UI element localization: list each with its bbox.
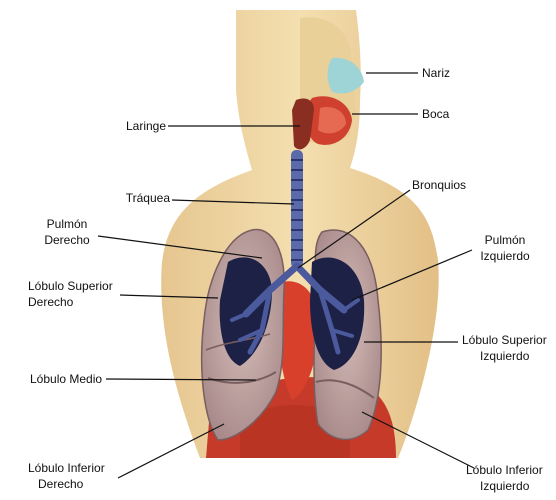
label-lobulo-inferior-izquierdo: Lóbulo Inferior Izquierdo: [466, 462, 543, 494]
label-lobulo-superior-izquierdo-line2: Izquierdo: [462, 348, 547, 364]
label-lobulo-superior-derecho-line2: Derecho: [28, 294, 113, 310]
label-bronquios: Bronquios: [412, 177, 466, 193]
label-traquea: Tráquea: [108, 190, 170, 206]
label-lobulo-inferior-derecho: Lóbulo Inferior Derecho: [28, 460, 105, 492]
label-bronquios-text: Bronquios: [412, 177, 466, 193]
label-boca-text: Boca: [422, 106, 449, 122]
label-lobulo-superior-izquierdo-line1: Lóbulo Superior: [462, 332, 547, 348]
label-lobulo-medio-text: Lóbulo Medio: [30, 371, 102, 387]
label-lobulo-superior-derecho: Lóbulo Superior Derecho: [28, 278, 113, 310]
label-laringe-text: Laringe: [104, 118, 166, 134]
label-pulmon-izquierdo-line2: Izquierdo: [470, 248, 540, 264]
label-pulmon-derecho: Pulmón Derecho: [36, 216, 98, 248]
label-lobulo-inferior-derecho-line2: Derecho: [28, 476, 105, 492]
label-pulmon-derecho-line2: Derecho: [36, 232, 98, 248]
label-lobulo-superior-derecho-line1: Lóbulo Superior: [28, 278, 113, 294]
label-traquea-text: Tráquea: [108, 190, 170, 206]
label-lobulo-inferior-derecho-line1: Lóbulo Inferior: [28, 460, 105, 476]
label-laringe: Laringe: [104, 118, 166, 134]
label-lobulo-superior-izquierdo: Lóbulo Superior Izquierdo: [462, 332, 547, 364]
label-pulmon-derecho-line1: Pulmón: [36, 216, 98, 232]
trachea: [291, 150, 303, 268]
label-pulmon-izquierdo: Pulmón Izquierdo: [470, 232, 540, 264]
label-pulmon-izquierdo-line1: Pulmón: [470, 232, 540, 248]
label-lobulo-medio: Lóbulo Medio: [30, 371, 102, 387]
label-lobulo-inferior-izquierdo-line2: Izquierdo: [466, 478, 543, 494]
label-boca: Boca: [422, 106, 449, 122]
label-nariz: Nariz: [422, 65, 450, 81]
label-lobulo-inferior-izquierdo-line1: Lóbulo Inferior: [466, 462, 543, 478]
label-nariz-text: Nariz: [422, 65, 450, 81]
